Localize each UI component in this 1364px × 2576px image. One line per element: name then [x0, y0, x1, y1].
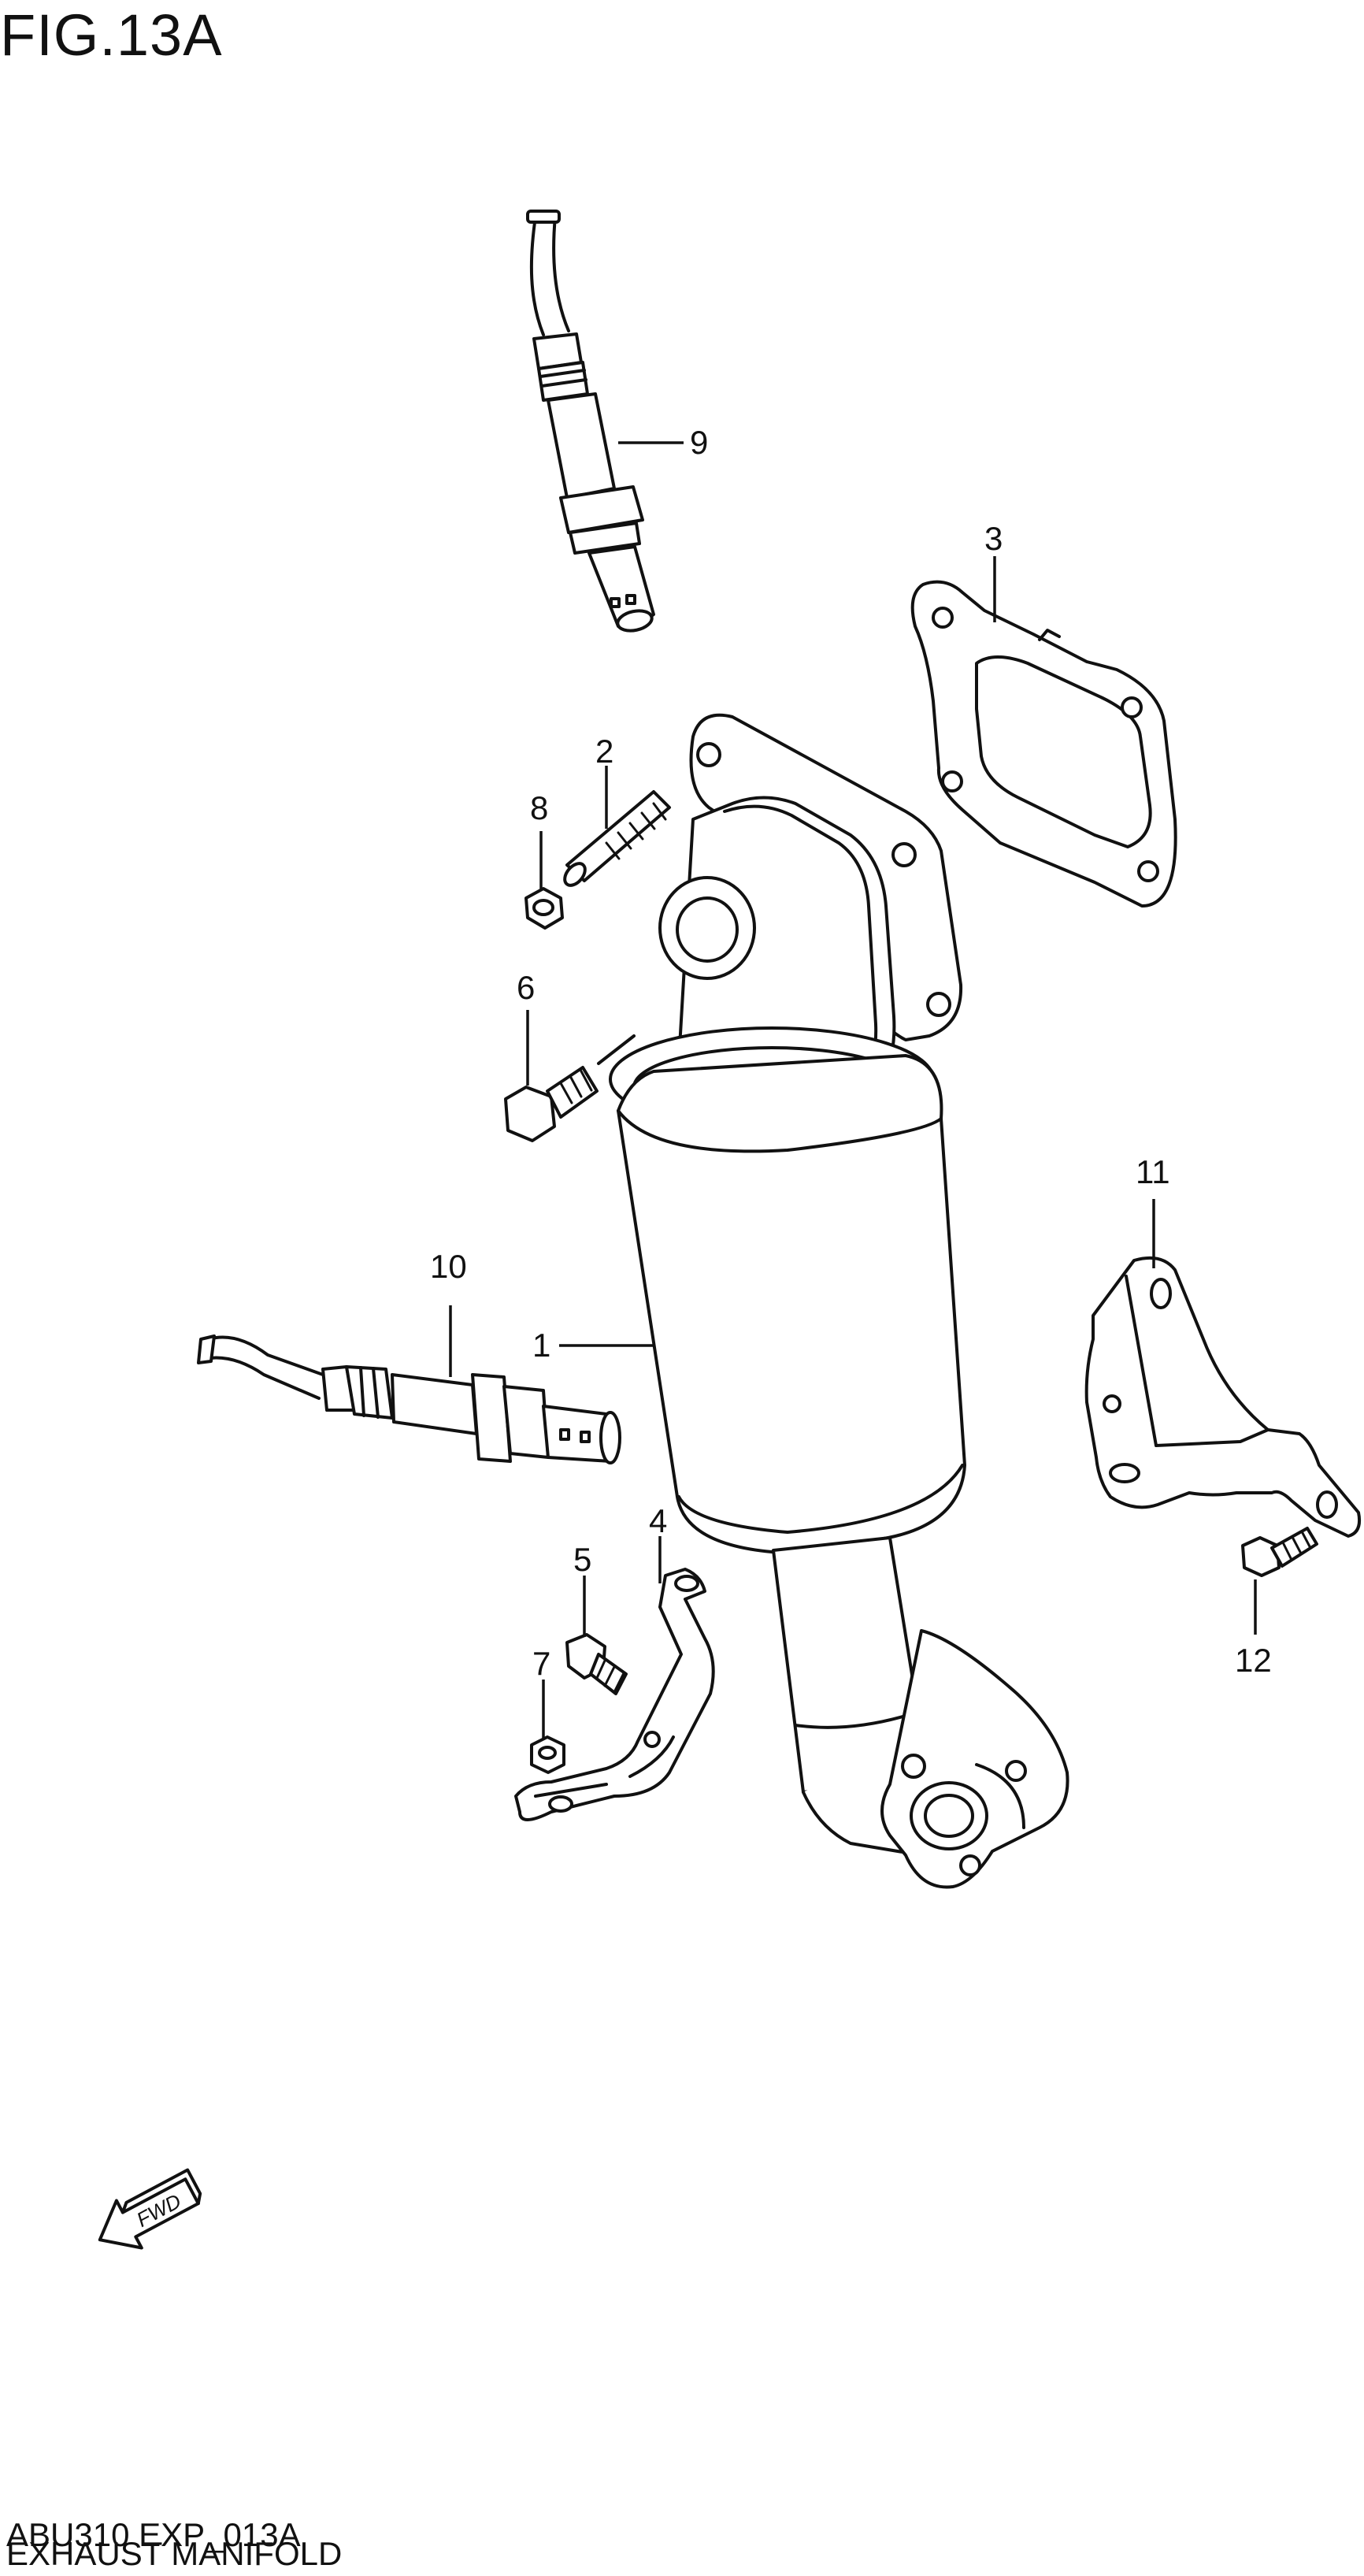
callout-6: 6 — [517, 969, 535, 1006]
callout-8: 8 — [530, 789, 548, 826]
callout-3: 3 — [984, 520, 1003, 557]
nut[interactable] — [530, 1735, 565, 1774]
support-bracket[interactable] — [1084, 1256, 1362, 1538]
figure-title: FIG.13A — [0, 2, 223, 68]
exhaust-manifold-catalytic-converter[interactable] — [609, 713, 1069, 1889]
section-name: EXHAUST MANIFOLD — [6, 2535, 343, 2572]
callout-9: 9 — [690, 424, 708, 461]
leader-lines — [449, 441, 1257, 1739]
callout-7: 7 — [532, 1645, 550, 1682]
bracket[interactable] — [514, 1568, 715, 1821]
bolt[interactable] — [1241, 1527, 1318, 1577]
callout-4: 4 — [649, 1502, 667, 1539]
callout-12: 12 — [1235, 1642, 1272, 1679]
oxygen-sensor-lower[interactable] — [197, 1334, 621, 1464]
callout-labels: 1 2 3 4 5 6 7 8 9 10 11 12 — [430, 424, 1272, 1682]
bolt[interactable] — [565, 1633, 628, 1695]
manifold-gasket[interactable] — [910, 580, 1177, 908]
callout-2: 2 — [595, 733, 613, 770]
callout-1: 1 — [532, 1327, 550, 1364]
nut[interactable] — [524, 887, 564, 930]
drawing-code: ABU310 EXP_013A — [6, 2516, 301, 2553]
bolt[interactable] — [504, 1034, 636, 1142]
callout-5: 5 — [573, 1541, 591, 1578]
callout-11: 11 — [1136, 1153, 1170, 1190]
oxygen-sensor-upper[interactable] — [526, 210, 655, 633]
callout-10: 10 — [430, 1248, 467, 1285]
stud[interactable] — [561, 790, 671, 889]
fwd-arrow-icon: FWD — [98, 2168, 202, 2250]
